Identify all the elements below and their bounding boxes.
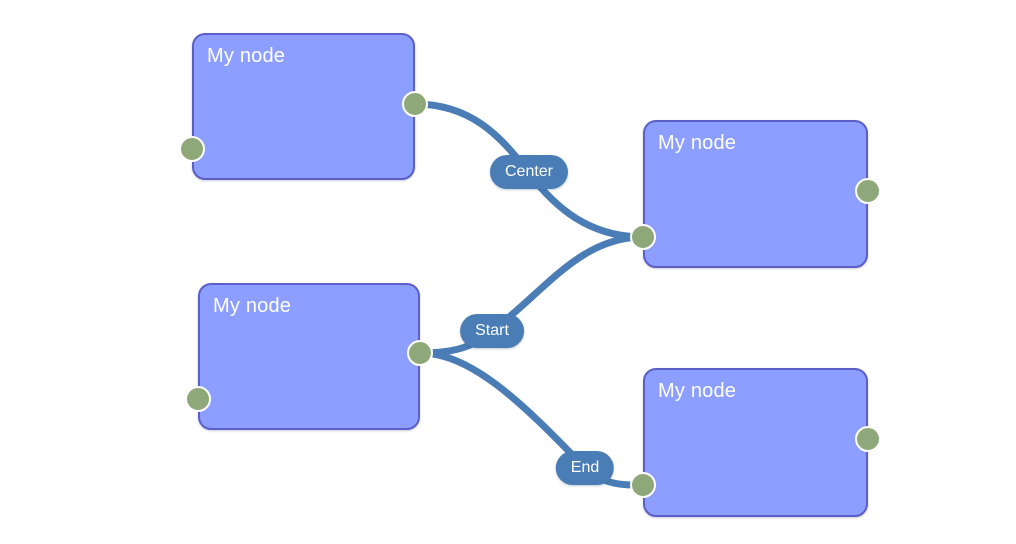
node-label: My node	[207, 45, 286, 67]
node-label: My node	[658, 380, 737, 402]
edge-edge-start[interactable]	[416, 233, 647, 357]
node-3-handle-right[interactable]	[855, 178, 881, 204]
node-label: My node	[658, 132, 737, 154]
node-3[interactable]: My node	[643, 120, 868, 268]
node-1-handle-right[interactable]	[402, 91, 428, 117]
node-4-handle-left[interactable]	[630, 472, 656, 498]
node-2-handle-left[interactable]	[185, 386, 211, 412]
edge-label-start[interactable]: Start	[460, 314, 524, 348]
node-4[interactable]: My node	[643, 368, 868, 517]
node-3-handle-left[interactable]	[630, 224, 656, 250]
node-1-handle-left[interactable]	[179, 136, 205, 162]
node-1[interactable]: My node	[192, 33, 415, 180]
node-2[interactable]: My node	[198, 283, 420, 430]
edge-label-center[interactable]: Center	[489, 155, 569, 189]
node-2-handle-right[interactable]	[407, 340, 433, 366]
edge-label-end[interactable]: End	[555, 451, 615, 485]
node-label: My node	[213, 295, 292, 317]
node-4-handle-right[interactable]	[855, 426, 881, 452]
